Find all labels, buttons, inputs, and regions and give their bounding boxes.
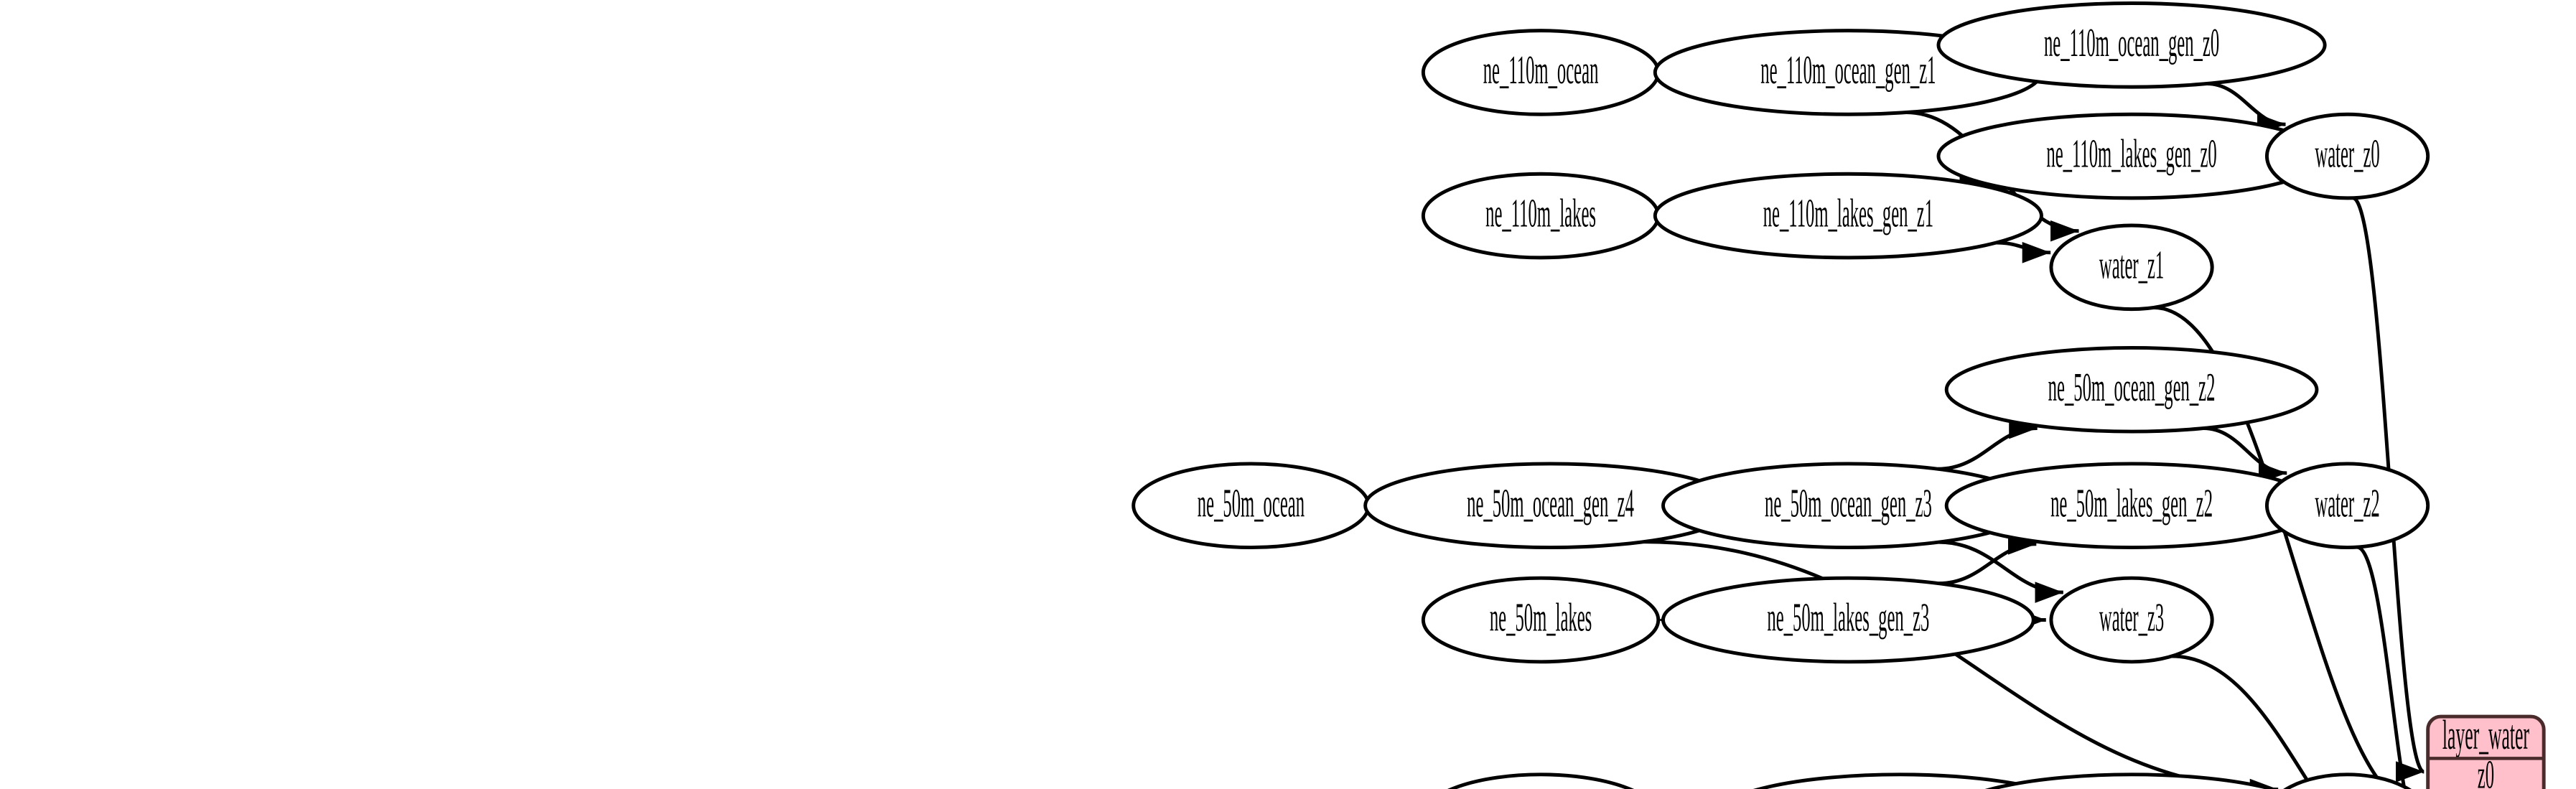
node-ne_110m_lakes_gen_z0[interactable]: ne_110m_lakes_gen_z0 <box>1936 112 2327 200</box>
node-label: ne_50m_ocean_gen_z3 <box>1765 481 1932 526</box>
node-ne_10m_lakes[interactable]: ne_10m_lakes <box>1423 772 1658 789</box>
node-ne_110m_lakes_gen_z1[interactable]: ne_110m_lakes_gen_z1 <box>1653 172 2043 260</box>
node-shape <box>2283 772 2412 789</box>
node-label: ne_110m_ocean <box>1483 48 1599 93</box>
node-label: ne_50m_lakes_gen_z3 <box>1767 595 1929 640</box>
edge-ne_50m_ocean_gen_z3-to-ne_50m_ocean_gen_z2 <box>1938 417 2038 471</box>
node-water_z3[interactable]: water_z3 <box>2049 576 2214 664</box>
record-row-z0[interactable]: z0 <box>2478 752 2494 789</box>
node-shape <box>1653 172 2043 260</box>
node-label: ne_110m_ocean_gen_z1 <box>1760 48 1936 93</box>
node-shape <box>2264 112 2430 200</box>
node-label: ne_50m_ocean_gen_z4 <box>1467 481 1634 526</box>
node-label: ne_110m_lakes_gen_z1 <box>1763 191 1933 235</box>
node-ne_50m_ocean[interactable]: ne_50m_ocean <box>1131 462 1371 550</box>
node-ne_50m_lakes_gen_z3[interactable]: ne_50m_lakes_gen_z3 <box>1661 576 2035 664</box>
node-ne_50m_ocean_gen_z4[interactable]: ne_50m_ocean_gen_z4 <box>1363 462 1737 550</box>
node-ne_10m_lakes_gen_z5[interactable]: ne_10m_lakes_gen_z5 <box>1714 772 2085 789</box>
node-label: ne_50m_lakes_gen_z2 <box>2050 481 2213 526</box>
node-label: water_z0 <box>2315 131 2379 176</box>
node-ne_10m_lakes_gen_z4[interactable]: ne_10m_lakes_gen_z4 <box>1946 772 2317 789</box>
node-label: ne_110m_ocean_gen_z0 <box>2044 21 2219 65</box>
node-label: ne_50m_ocean_gen_z2 <box>2048 365 2216 410</box>
node-shape <box>2049 576 2214 664</box>
node-ne_50m_ocean_gen_z3[interactable]: ne_50m_ocean_gen_z3 <box>1661 462 2035 550</box>
node-shape <box>1421 576 1661 664</box>
node-water_z2[interactable]: water_z2 <box>2264 462 2430 550</box>
edge-water_z3-to-layer_water_z3 <box>2171 654 2315 789</box>
layer-water-title: layer_water <box>2442 711 2529 758</box>
node-ne_110m_lakes[interactable]: ne_110m_lakes <box>1421 172 1661 260</box>
node-shape <box>2049 223 2214 312</box>
node-shape <box>2264 462 2430 550</box>
layer-water-record[interactable] <box>2426 714 2546 789</box>
node-label: water_z3 <box>2099 595 2164 640</box>
node-shape <box>1447 772 1635 789</box>
edge-ne_50m_ocean_gen_z2-to-water_z2 <box>2203 426 2287 484</box>
node-label: ne_50m_lakes <box>1490 595 1592 640</box>
node-shape <box>1936 1 2327 89</box>
node-ne_110m_ocean_gen_z0[interactable]: ne_110m_ocean_gen_z0 <box>1936 1 2327 89</box>
node-shape <box>1984 772 2279 789</box>
node-layer: imposm3osm_ocean_polygonosm_water_polygo… <box>1131 1 2430 789</box>
node-water_z4[interactable]: water_z4 <box>2267 772 2427 789</box>
edge-ne_50m_ocean_gen_z3-to-water_z3 <box>1938 540 2063 603</box>
edge-water_z2-to-layer_water_z2 <box>2356 545 2407 789</box>
node-water_z1[interactable]: water_z1 <box>2049 223 2214 312</box>
node-water_z0[interactable]: water_z0 <box>2264 112 2430 200</box>
record-layer: layer_waterz0z1z2z3z4z5z6z7z8z9z10z11z12… <box>2426 711 2546 789</box>
node-ne_50m_lakes_gen_z2[interactable]: ne_50m_lakes_gen_z2 <box>1944 462 2319 550</box>
node-ne_50m_ocean_gen_z2[interactable]: ne_50m_ocean_gen_z2 <box>1944 345 2319 434</box>
node-shape <box>1944 345 2319 434</box>
node-label: water_z1 <box>2099 243 2164 287</box>
node-label: ne_50m_ocean <box>1198 481 1305 526</box>
node-shape <box>1753 772 2047 789</box>
node-label: ne_110m_lakes <box>1485 191 1596 235</box>
node-ne_110m_ocean[interactable]: ne_110m_ocean <box>1421 29 1661 116</box>
edge-ne_110m_ocean_gen_z0-to-water_z0 <box>2206 82 2286 135</box>
node-label: water_z2 <box>2315 481 2379 526</box>
node-label: ne_110m_lakes_gen_z0 <box>2046 131 2216 176</box>
edge-ne_50m_lakes_gen_z3-to-ne_50m_lakes_gen_z2 <box>1938 533 2037 586</box>
edge-ne_110m_lakes_gen_z1-to-water_z1 <box>1996 241 2051 263</box>
node-ne_50m_lakes[interactable]: ne_50m_lakes <box>1421 576 1661 664</box>
node-shape <box>1661 576 2035 664</box>
